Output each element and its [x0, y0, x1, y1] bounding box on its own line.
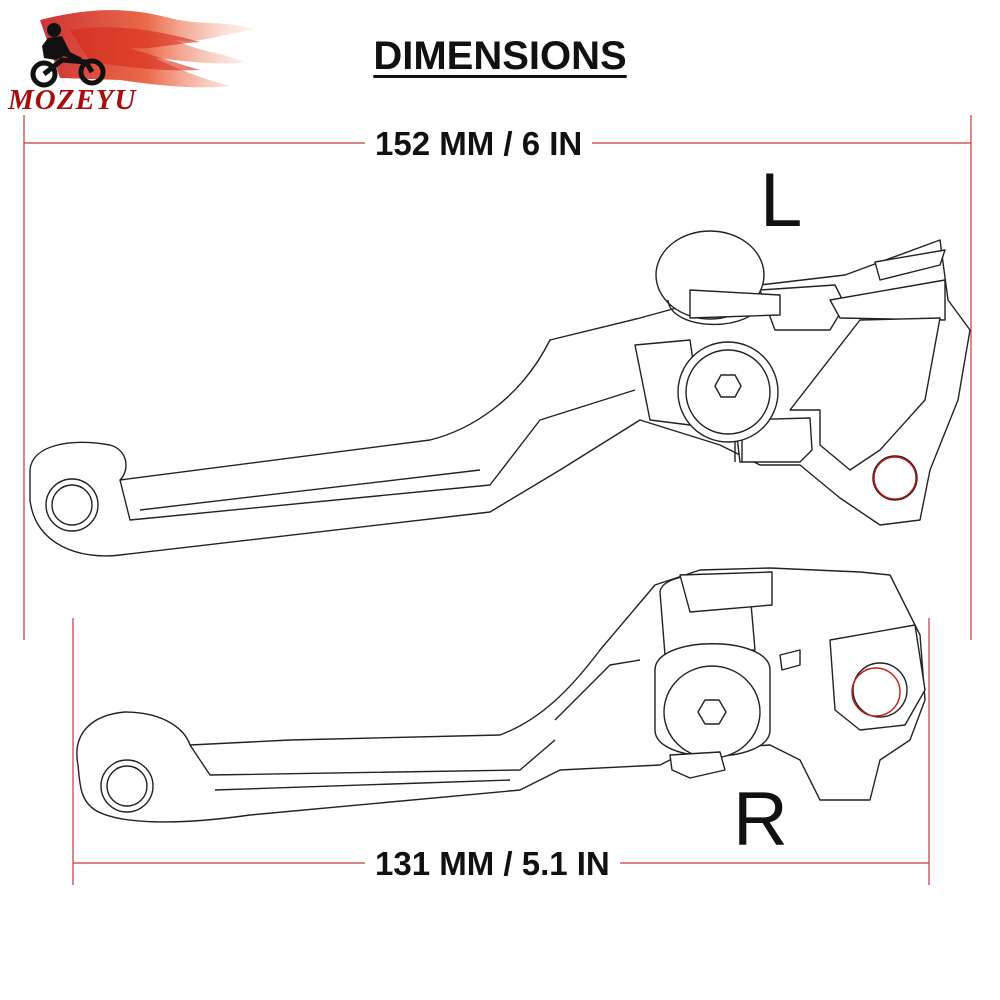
page-title-text: DIMENSIONS: [373, 34, 627, 78]
left-lever-outline: [29, 230, 971, 557]
right-lever-dimension-label: 131 MM / 5.1 IN: [365, 847, 620, 880]
right-lever-pivot-ring: [851, 667, 901, 717]
left-lever-letter: L: [760, 158, 803, 243]
page-title: DIMENSIONS: [0, 36, 1000, 76]
brand-name: MOZEYU: [8, 84, 137, 116]
left-lever-mount-hole: [872, 455, 918, 501]
right-lever-mount-hole: [852, 662, 908, 718]
brand-logo: [0, 0, 260, 125]
flame-rider-logo-icon: [30, 10, 255, 88]
left-lever-dimension-label: 152 MM / 6 IN: [365, 127, 593, 160]
right-lever-letter: R: [733, 777, 788, 862]
right-lever-outline: [76, 567, 926, 823]
left-lever-pivot-ring: [873, 456, 917, 500]
